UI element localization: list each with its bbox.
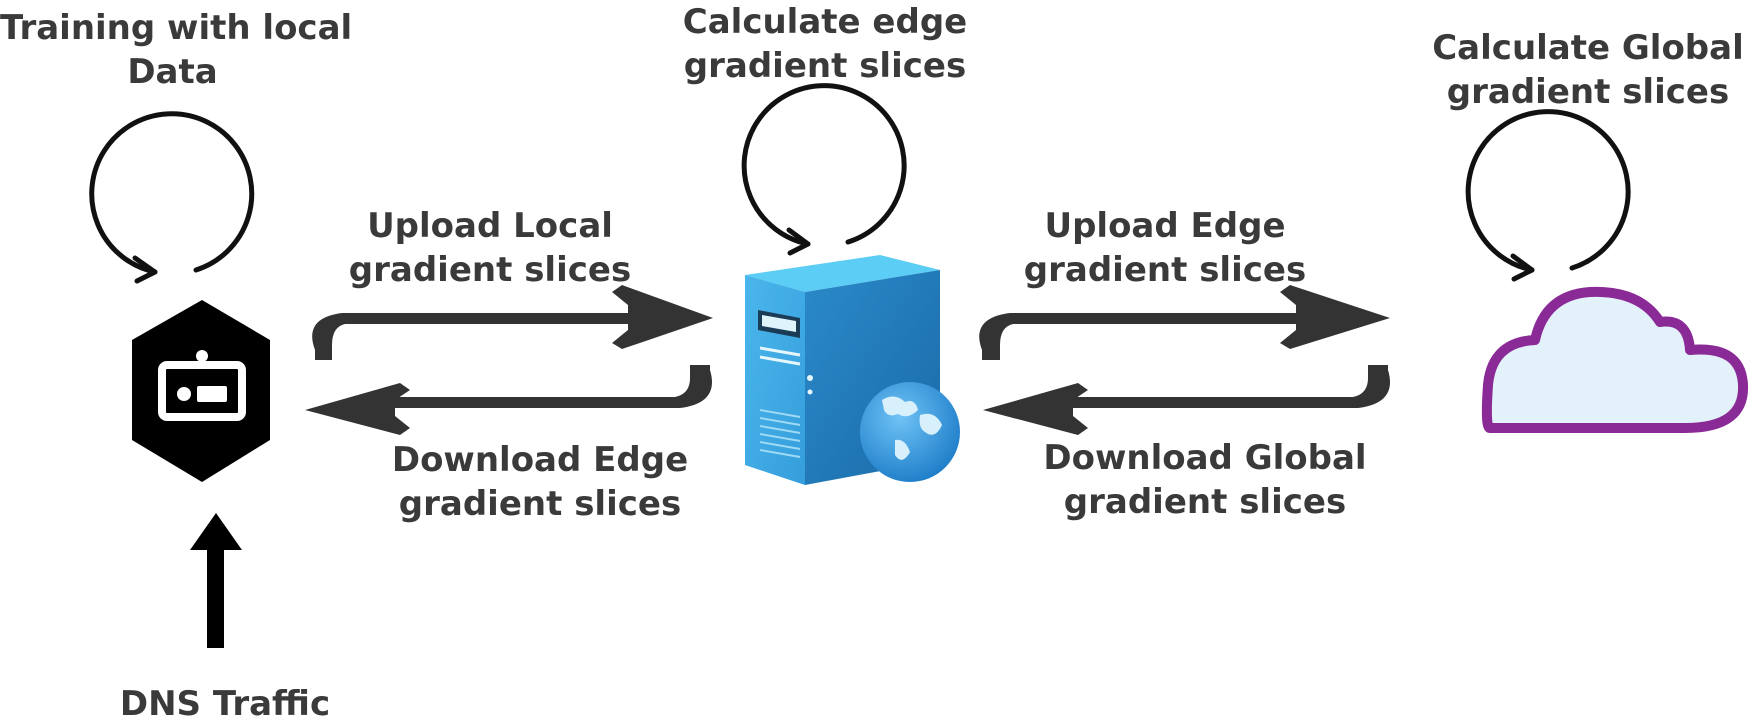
label-training: Training with local Data (0, 6, 353, 94)
label-upload-local: Upload Local gradient slices (340, 204, 640, 292)
download-edge-arrow (305, 365, 712, 435)
label-upload-edge-line2: gradient slices (1023, 250, 1307, 290)
iot-device-hexagon-icon (132, 300, 270, 482)
label-upload-local-line2: gradient slices (348, 250, 632, 290)
label-training-line1: Training with local (0, 8, 353, 48)
label-download-edge-line2: gradient slices (398, 484, 682, 524)
label-download-edge-line1: Download Edge (391, 440, 689, 480)
label-edge-calc: Calculate edge gradient slices (655, 0, 995, 88)
label-global-calc-line2: gradient slices (1446, 72, 1730, 112)
label-global-calc-line1: Calculate Global (1432, 28, 1744, 68)
upload-edge-arrow (979, 285, 1390, 360)
loop-arrow-training (89, 111, 255, 284)
label-global-calc: Calculate Global gradient slices (1420, 26, 1756, 114)
label-download-edge: Download Edge gradient slices (375, 438, 705, 526)
loop-arrow-edge (741, 83, 907, 256)
label-download-global: Download Global gradient slices (1030, 436, 1380, 524)
upload-local-arrow (312, 285, 713, 360)
label-download-global-line1: Download Global (1043, 438, 1367, 478)
label-download-global-line2: gradient slices (1063, 482, 1347, 522)
dns-traffic-arrow (190, 513, 242, 648)
label-dns-traffic-line1: DNS Traffic (119, 684, 331, 724)
download-global-arrow (983, 365, 1390, 435)
label-training-line2: Data (127, 52, 218, 92)
label-upload-edge: Upload Edge gradient slices (1015, 204, 1315, 292)
label-edge-calc-line2: gradient slices (683, 46, 967, 86)
label-dns-traffic: DNS Traffic (100, 682, 350, 726)
label-edge-calc-line1: Calculate edge (682, 2, 968, 42)
label-upload-local-line1: Upload Local (367, 206, 613, 246)
loop-arrow-global (1465, 109, 1631, 282)
edge-server-globe-icon (745, 255, 960, 485)
cloud-icon (1481, 286, 1749, 433)
label-upload-edge-line1: Upload Edge (1044, 206, 1286, 246)
